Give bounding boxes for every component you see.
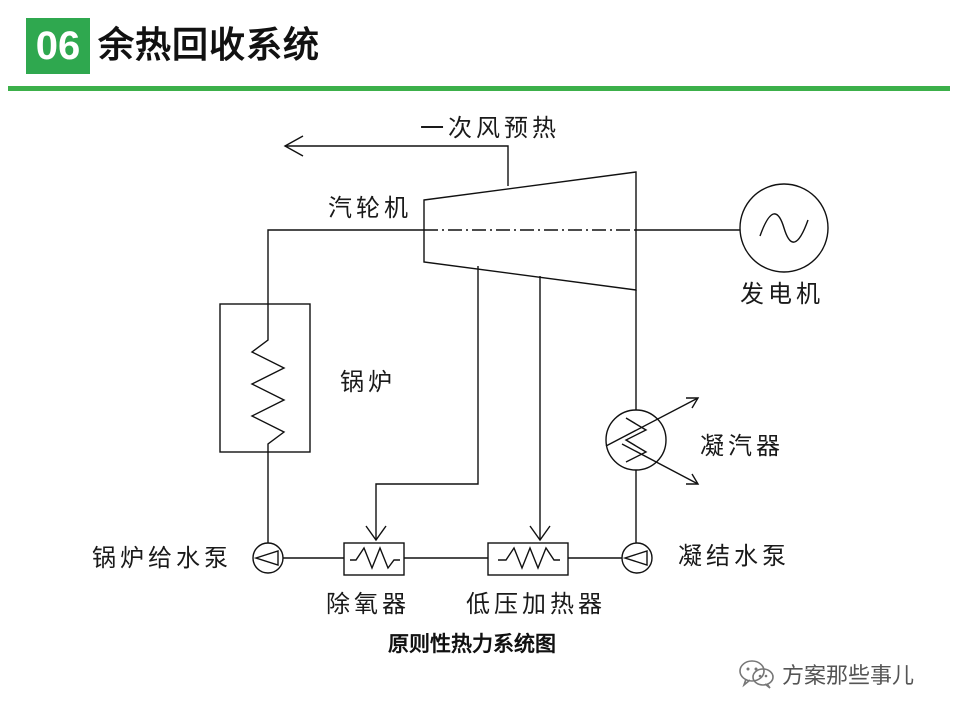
label-turbine: 汽轮机 (328, 194, 412, 222)
feed-pump-triangle (253, 550, 279, 566)
label-primary-air: 一次风预热 (420, 114, 560, 142)
label-deaerator: 除氧器 (326, 590, 410, 618)
lp-heater-coil (498, 546, 560, 570)
condensate-pump-triangle (622, 550, 648, 566)
label-feed-pump: 锅炉给水泵 (92, 544, 232, 572)
boiler-coil (250, 304, 286, 452)
watermark: 方案那些事儿 (738, 658, 914, 690)
header-divider (8, 86, 950, 91)
boiler-box (219, 303, 311, 453)
diagram-caption: 原则性热力系统图 (388, 632, 556, 656)
label-boiler: 锅炉 (340, 368, 396, 396)
cooling-water-arrow-out (686, 473, 700, 485)
page-title: 余热回收系统 (98, 25, 321, 66)
deaerator-extraction-arrow (365, 525, 387, 542)
condenser-coil (624, 417, 648, 463)
cooling-water-arrow-in (686, 397, 700, 409)
cooling-water-line-in (605, 397, 699, 447)
label-condenser: 凝汽器 (700, 432, 784, 460)
section-number-badge: 06 (26, 18, 90, 74)
cooling-water-line-out (621, 443, 699, 485)
generator-symbol (739, 183, 829, 273)
deaerator-extraction-line (375, 266, 479, 540)
deaerator-box (343, 542, 405, 576)
turbine-shape (423, 171, 637, 291)
label-lp-heater: 低压加热器 (466, 590, 606, 618)
primary-air-arrow (283, 135, 304, 157)
watermark-text: 方案那些事儿 (782, 664, 915, 689)
deaerator-coil (350, 546, 400, 570)
primary-air-extraction-line (285, 145, 509, 186)
label-condensate-pump: 凝结水泵 (678, 542, 790, 570)
main-steam-line (267, 229, 424, 304)
lp-heater-extraction-arrow (529, 525, 551, 542)
label-generator: 发电机 (740, 280, 824, 308)
generator-sine-icon (759, 213, 809, 243)
wechat-icon (739, 660, 774, 689)
lp-heater-box (487, 542, 569, 576)
